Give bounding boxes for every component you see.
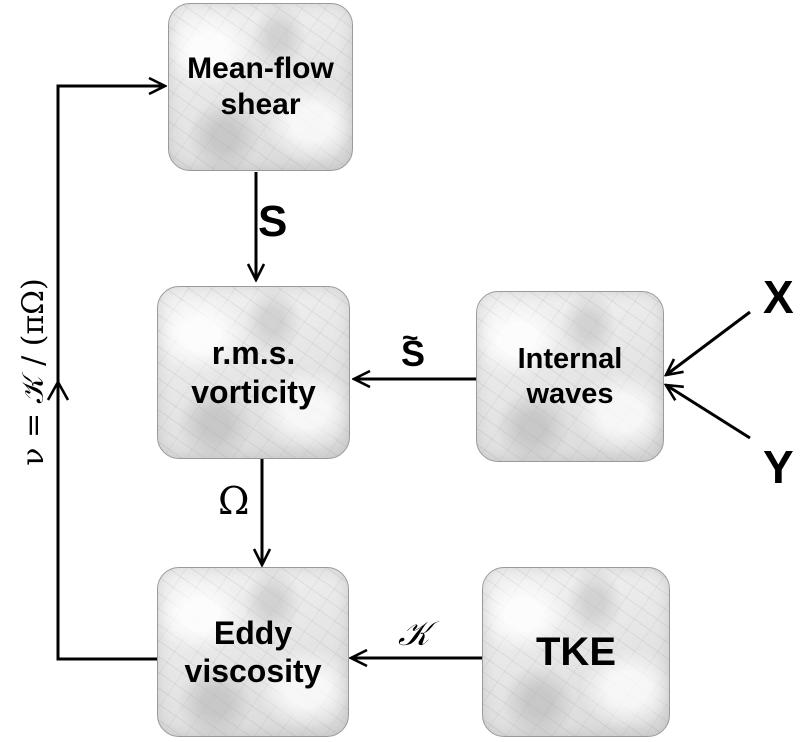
node-tke: TKE — [482, 567, 670, 737]
input-label-x: X — [763, 271, 794, 323]
node-mean-flow-shear-line2: shear — [220, 88, 301, 121]
arrow-x-to-waves — [666, 310, 751, 375]
input-label-y: Y — [763, 441, 794, 493]
feedback-formula-label: ν = 𝒦 / (πΩ) — [16, 278, 51, 466]
edge-label-tke: 𝒦 — [398, 614, 430, 654]
node-internal-waves: Internal waves — [476, 291, 664, 462]
node-eddy-viscosity: Eddy viscosity — [157, 567, 349, 737]
node-internal-waves-line1: Internal — [517, 342, 623, 375]
edge-label-shear: S — [258, 197, 288, 246]
node-rms-vorticity-line2: vorticity — [191, 373, 316, 410]
node-rms-vorticity-line1: r.m.s. — [211, 335, 296, 372]
edge-label-wave-shear: S — [401, 333, 426, 374]
arrow-y-to-waves — [666, 385, 751, 440]
node-mean-flow-shear-line1: Mean-flow — [187, 52, 334, 85]
node-eddy-viscosity-line2: viscosity — [184, 653, 322, 689]
node-mean-flow-shear: Mean-flow shear — [168, 3, 353, 171]
feedback-upward-arrowhead — [46, 379, 70, 401]
edge-label-omega: Ω — [218, 479, 250, 523]
node-internal-waves-line2: waves — [526, 377, 614, 410]
node-rms-vorticity: r.m.s. vorticity — [157, 286, 350, 459]
node-eddy-viscosity-line1: Eddy — [213, 614, 293, 651]
node-tke-label: TKE — [536, 630, 616, 674]
feedback-loop-line — [56, 86, 165, 661]
edge-label-wave-shear-tilde: ~ — [402, 322, 419, 353]
